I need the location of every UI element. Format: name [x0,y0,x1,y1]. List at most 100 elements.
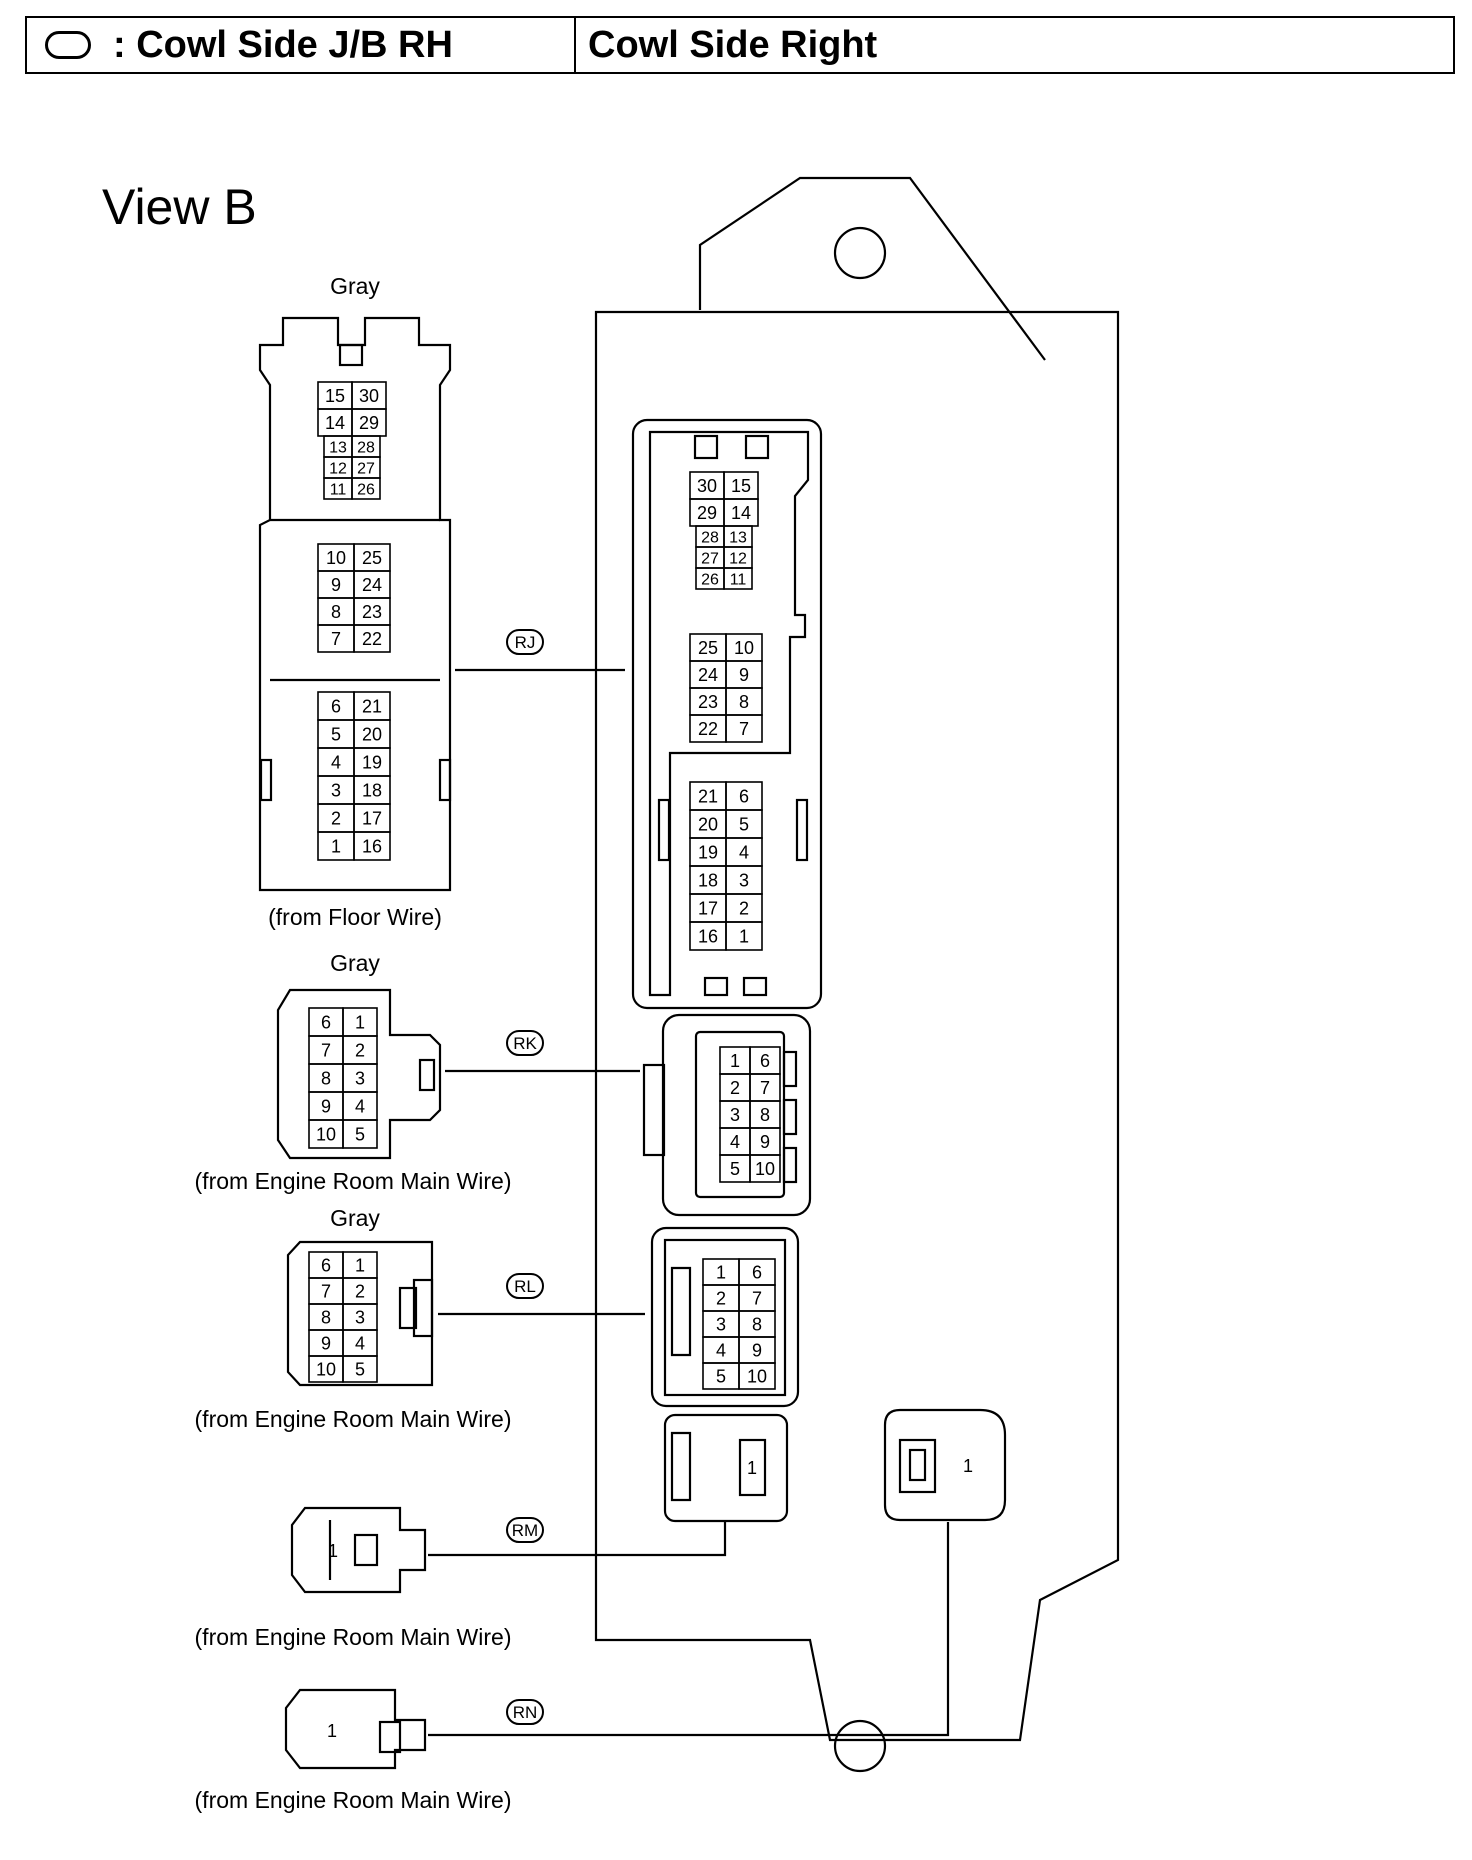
pin-number: 1 [739,926,749,946]
pin-number: 20 [698,814,718,834]
pin-number: 9 [752,1340,762,1360]
rm-socket-housing [663,1413,789,1523]
junction-block-upper-tab [698,176,1046,361]
pin-number: 8 [752,1314,762,1334]
pin-number: 1 [716,1262,726,1282]
rm-callout-label: RM [512,1521,538,1540]
pin-number: 4 [716,1340,726,1360]
rl-source-label: (from Engine Room Main Wire) [195,1406,512,1432]
pin-number: 27 [701,550,719,567]
rn-source-label: (from Engine Room Main Wire) [195,1787,512,1813]
pin-number: 16 [698,926,718,946]
mounting-hole-icon [833,1719,887,1773]
pin-number: 2 [730,1078,740,1098]
pin-number: 9 [739,665,749,685]
pin-number: 13 [329,439,347,456]
pin-number: 6 [331,696,341,716]
header-left-cell: : Cowl Side J/B RH [27,18,576,72]
pin-number: 5 [331,724,341,744]
rl-callout-label: RL [514,1277,536,1296]
pin-number: 5 [716,1366,726,1386]
junction-block-outline [594,310,1120,1742]
pin-number: 6 [739,786,749,806]
rk-callout-label: RK [513,1034,537,1053]
pin-number: 25 [362,548,382,568]
pin-number: 7 [321,1281,331,1301]
pin-number: 7 [321,1040,331,1060]
rk-color-label: Gray [330,950,380,976]
pin-number: 27 [357,460,375,477]
mounting-hole-icon [833,226,887,280]
rm-source-label: (from Engine Room Main Wire) [195,1624,512,1650]
pin-number: 6 [321,1255,331,1275]
pin-number: 19 [698,842,718,862]
pin-cell [738,1362,776,1390]
pin-number: 4 [355,1096,365,1116]
pin-number: 18 [698,870,718,890]
pin-number: 7 [760,1078,770,1098]
header-right-cell: Cowl Side Right [576,18,1453,72]
pin-number: 3 [355,1068,365,1088]
pin-number: 6 [752,1262,762,1282]
rm-socket-pin: 1 [747,1458,757,1478]
pin-number: 3 [355,1307,365,1327]
rk-source-label: (from Engine Room Main Wire) [195,1168,512,1194]
pin-cell [351,477,381,500]
pin-number: 12 [329,460,347,477]
pin-number: 2 [331,808,341,828]
jb-name: : Cowl Side J/B RH [113,23,453,66]
pin-number: 26 [701,571,719,588]
pin-number: 28 [357,439,375,456]
rn-plug-housing [284,1688,427,1770]
pin-number: 29 [697,503,717,523]
oval-icon [45,31,91,59]
rm-leader-line [428,1522,727,1557]
rj-source-label: (from Floor Wire) [268,904,442,930]
pin-number: 3 [331,780,341,800]
pin-number: 23 [698,692,718,712]
pin-number: 21 [698,786,718,806]
pin-number: 8 [760,1105,770,1125]
pin-number: 21 [362,696,382,716]
pin-number: 6 [760,1051,770,1071]
pin-cell [725,714,763,743]
pin-number: 24 [698,665,718,685]
rn-socket-pin: 1 [963,1456,973,1476]
pin-number: 3 [739,870,749,890]
pin-number: 4 [739,842,749,862]
pin-number: 8 [321,1307,331,1327]
pin-number: 10 [326,548,346,568]
pin-number: 28 [701,529,719,546]
pin-number: 18 [362,780,382,800]
pin-number: 9 [321,1096,331,1116]
pin-cell [725,921,763,951]
rn-callout-label: RN [513,1703,538,1722]
pin-cell [723,567,753,590]
rl-socket-housing [650,1226,800,1408]
pin-number: 9 [760,1132,770,1152]
rj-socket-inner [648,430,810,997]
pin-number: 8 [321,1068,331,1088]
pin-number: 13 [729,529,747,546]
pin-cell [342,1119,378,1149]
pin-number: 23 [362,602,382,622]
rm-plug-housing [290,1506,427,1594]
pin-number: 24 [362,575,382,595]
rl-color-label: Gray [330,1205,380,1231]
pin-number: 15 [731,476,751,496]
pin-number: 2 [355,1281,365,1301]
pin-number: 30 [359,386,379,406]
pin-number: 7 [752,1288,762,1308]
pin-cell [342,1355,378,1383]
pin-number: 22 [698,719,718,739]
pin-number: 14 [325,413,345,433]
